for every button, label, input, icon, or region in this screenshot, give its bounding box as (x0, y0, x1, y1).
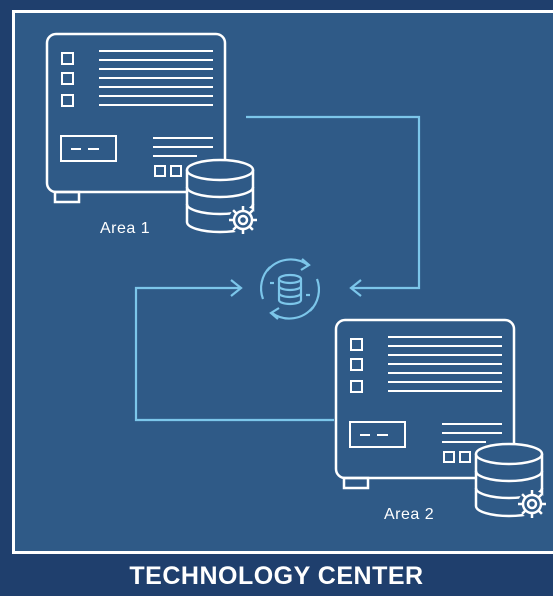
connector-area1-to-hub (246, 115, 421, 297)
connector-area2-to-hub (134, 279, 334, 422)
diagram-canvas (45, 32, 548, 520)
database-sync-icon (260, 258, 320, 320)
database-gear-area2-icon (474, 442, 548, 520)
area1-label: Area 1 (100, 220, 151, 237)
area2-label: Area 2 (384, 506, 435, 523)
footer-title: TECHNOLOGY CENTER (129, 562, 424, 590)
database-gear-area1-icon (185, 158, 259, 236)
